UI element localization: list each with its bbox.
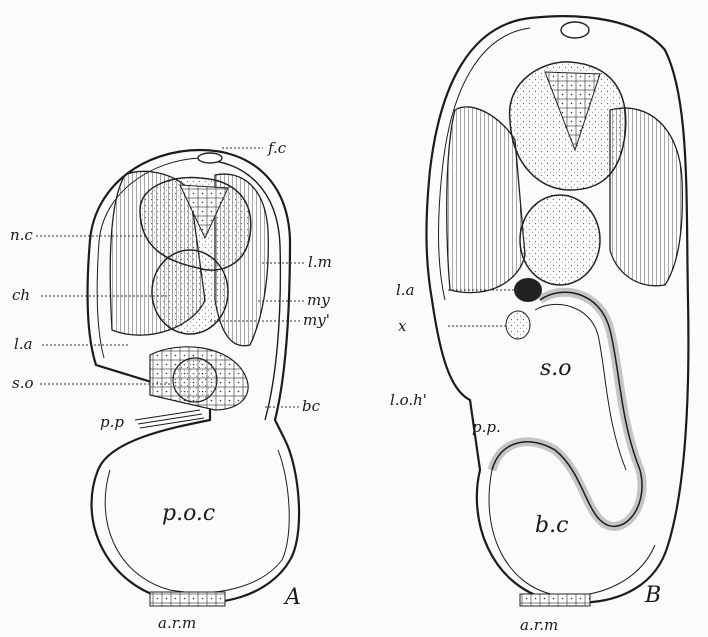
label-b-x: x [398, 317, 407, 335]
label-a-my: my [307, 291, 330, 309]
label-a-nc: n.c [10, 226, 33, 244]
figure-a-drawing [88, 150, 300, 606]
label-b-bc: b.c [535, 513, 568, 538]
label-b-loh: l.o.h' [390, 391, 427, 409]
label-a-arm: a.r.m [158, 614, 196, 632]
label-a-my-prime: my' [303, 311, 330, 329]
panel-letter-b: B [644, 583, 661, 608]
label-b-arm: a.r.m [520, 616, 558, 634]
label-a-la: l.a [14, 335, 33, 353]
label-a-lm: l.m [308, 253, 332, 271]
label-a-so: s.o [12, 374, 34, 392]
label-b-pp: p.p. [472, 418, 501, 436]
label-a-ch: ch [12, 286, 30, 304]
label-a-bc: bc [302, 397, 321, 415]
panel-letter-a: A [283, 585, 301, 610]
label-b-la: l.a [396, 281, 415, 299]
label-a-poc: p.o.c [162, 501, 215, 526]
label-a-pp: p.p [100, 413, 124, 431]
label-a-fc: f.c [267, 139, 287, 157]
label-b-so: s.o [540, 356, 572, 381]
